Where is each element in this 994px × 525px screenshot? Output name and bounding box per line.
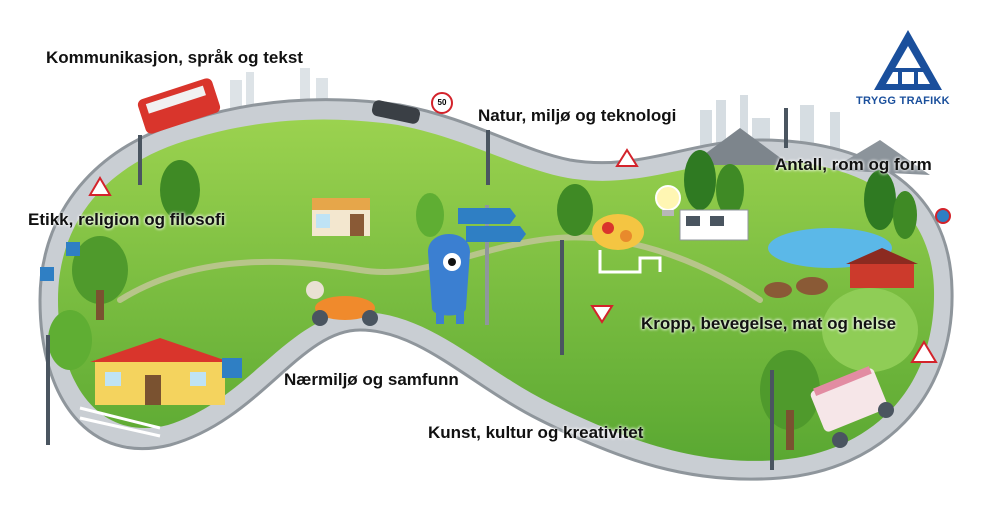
shop — [312, 198, 370, 236]
label-nature: Natur, miljø og teknologi — [478, 106, 677, 125]
label-body: Kropp, bevegelse, mat og helse — [641, 314, 897, 333]
moose — [764, 277, 828, 298]
modern-building — [679, 209, 749, 241]
signpost — [458, 205, 526, 325]
brain-gears — [592, 214, 662, 274]
warning-sign-left — [88, 176, 112, 196]
no-parking-sign — [935, 208, 951, 224]
label-art: Kunst, kultur og kreativitet — [428, 423, 644, 442]
red-house-right — [846, 248, 918, 288]
car — [371, 100, 421, 124]
logo-text: TRYGG TRAFIKK — [856, 95, 950, 107]
mountain-2 — [830, 140, 930, 175]
skyline-right — [700, 95, 840, 150]
mascot — [428, 234, 470, 324]
street-lamps — [46, 108, 788, 470]
trygg-trafikk-logo — [874, 30, 942, 90]
yield-sign — [590, 305, 614, 324]
label-ethics: Etikk, religion og filosofi — [28, 210, 226, 229]
crosswalk-sign-1 — [66, 242, 80, 256]
label-local: Nærmiljø og samfunn — [284, 370, 459, 389]
crosswalk-sign-3 — [222, 358, 242, 378]
warning-sign-top — [615, 148, 639, 167]
trees — [48, 150, 918, 450]
label-numbers: Antall, rom og form — [775, 155, 932, 174]
tram — [137, 78, 221, 134]
label-communication: Kommunikasjon, språk og tekst — [46, 48, 303, 67]
scooter-rider — [306, 281, 378, 326]
ice-cream-truck — [810, 366, 894, 448]
warning-sign-right — [910, 340, 938, 363]
mountains — [690, 128, 790, 165]
speed-limit-sign: 50 — [431, 92, 453, 114]
yellow-house — [90, 338, 230, 405]
crosswalk-sign-2 — [40, 267, 54, 281]
grass-area — [58, 119, 935, 461]
white-fence — [79, 406, 161, 438]
lightbulb — [655, 185, 681, 216]
